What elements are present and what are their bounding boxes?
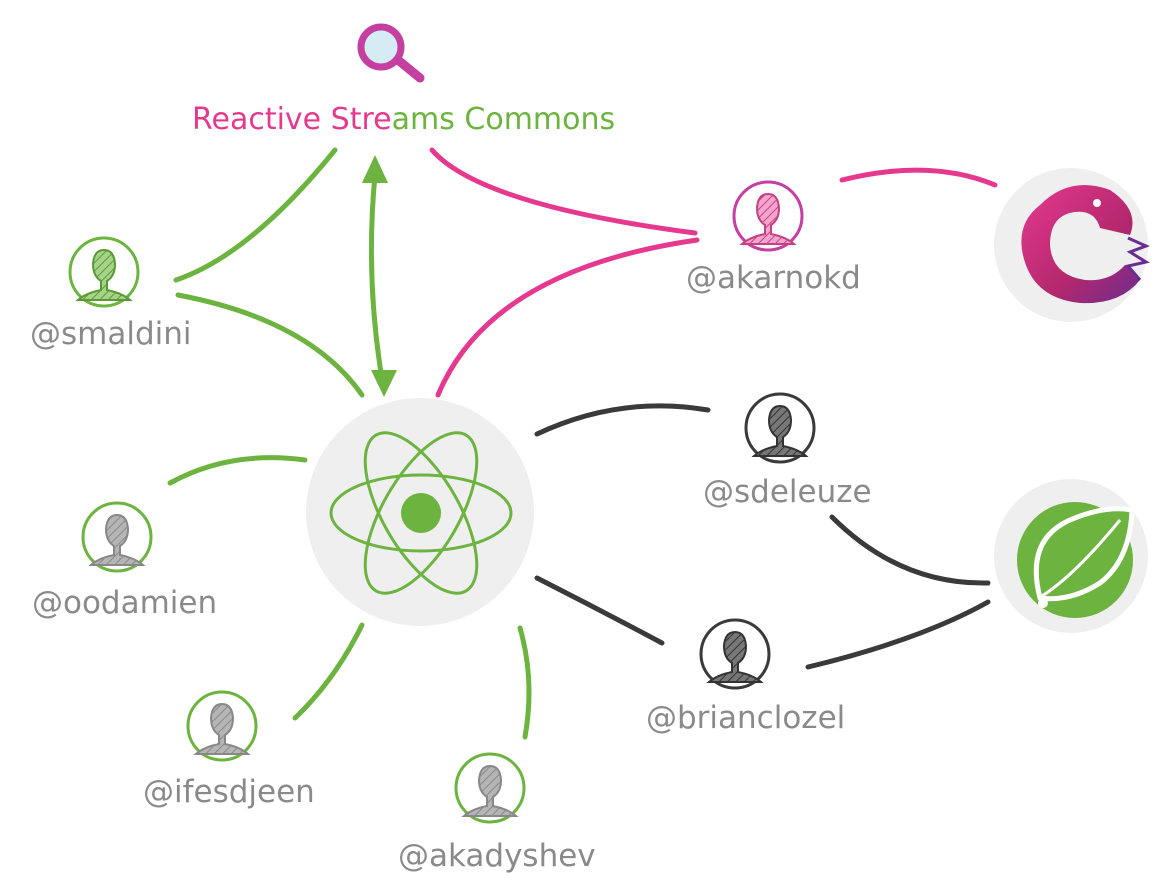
edge-smaldini-reactor bbox=[175, 292, 365, 398]
edge-sdeleuze-spring bbox=[829, 514, 991, 586]
user-avatar-icon bbox=[454, 752, 526, 824]
reactivex-node bbox=[994, 168, 1150, 322]
reactor-node bbox=[306, 398, 534, 626]
person-akadyshev: @akadyshev bbox=[398, 752, 596, 874]
edge-reactor-sdeleuze bbox=[534, 403, 711, 437]
handle-akarnokd: @akarnokd bbox=[686, 260, 861, 296]
spring-node bbox=[994, 479, 1148, 633]
edge-smaldini-title bbox=[173, 147, 338, 283]
magnifier-icon bbox=[357, 23, 425, 83]
title-part-pink: Reactive Stre bbox=[192, 102, 392, 137]
edge-title-akarnokd bbox=[429, 147, 698, 236]
title-text: Reactive Streams Commons bbox=[192, 102, 615, 137]
handle-akadyshev: @akadyshev bbox=[398, 838, 596, 874]
edge-brianclozel-spring bbox=[805, 599, 991, 670]
spring-leaf-icon bbox=[1017, 502, 1135, 618]
person-ifesdjeen: @ifesdjeen bbox=[143, 690, 315, 810]
edge-reactor-brianclozel bbox=[534, 575, 665, 646]
reactivex-eel-icon bbox=[1021, 185, 1150, 304]
reactor-atom-icon bbox=[329, 431, 513, 595]
connections bbox=[167, 147, 998, 740]
title-part-green: ams Commons bbox=[392, 102, 616, 137]
handle-oodamien: @oodamien bbox=[32, 585, 217, 621]
person-sdeleuze: @sdeleuze bbox=[703, 392, 872, 510]
person-brianclozel: @brianclozel bbox=[646, 618, 845, 736]
edge-oodamien-reactor bbox=[167, 455, 308, 486]
handle-sdeleuze: @sdeleuze bbox=[703, 474, 872, 510]
edge-reactor-akarnokd bbox=[435, 237, 700, 398]
user-avatar-icon bbox=[68, 236, 140, 308]
user-avatar-icon bbox=[744, 392, 816, 464]
handle-brianclozel: @brianclozel bbox=[646, 700, 845, 736]
person-oodamien: @oodamien bbox=[32, 501, 217, 621]
edge-akadyshev-reactor bbox=[517, 625, 532, 740]
arrow-head-down bbox=[371, 370, 397, 397]
handle-smaldini: @smaldini bbox=[30, 316, 192, 352]
user-avatar-icon bbox=[186, 690, 258, 762]
user-avatar-icon bbox=[699, 618, 771, 690]
edge-akarnokd-rx bbox=[839, 167, 998, 188]
user-avatar-icon bbox=[732, 180, 804, 252]
person-akarnokd: @akarnokd bbox=[686, 180, 861, 296]
handle-ifesdjeen: @ifesdjeen bbox=[143, 774, 315, 810]
edge-ifesdjeen-reactor bbox=[292, 622, 365, 721]
edge-reactor-title bbox=[368, 172, 386, 388]
user-avatar-icon bbox=[81, 501, 153, 573]
arrow-head-up bbox=[362, 155, 388, 183]
person-smaldini: @smaldini bbox=[30, 236, 192, 352]
